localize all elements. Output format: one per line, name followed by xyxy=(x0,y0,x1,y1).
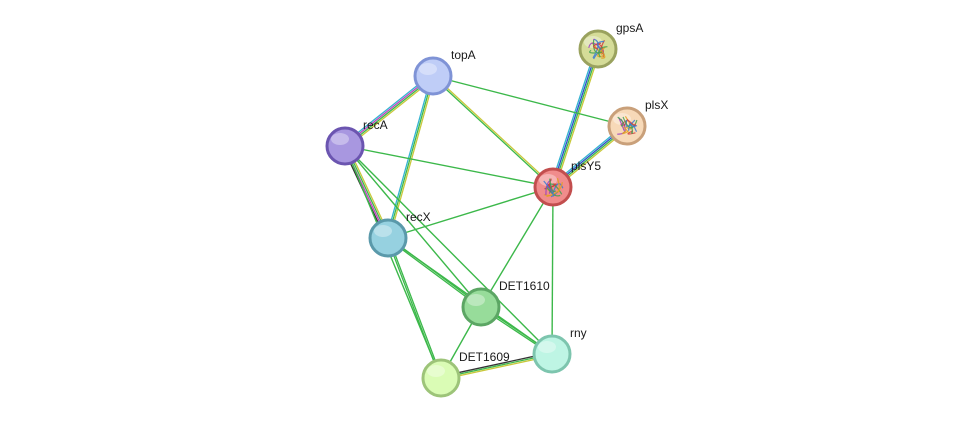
node-circle xyxy=(461,287,501,327)
edge-strand xyxy=(344,145,482,308)
protein-structure-icon xyxy=(543,178,564,198)
node-highlight xyxy=(427,365,445,377)
edge-topA-plsX[interactable] xyxy=(432,75,628,127)
edge-recA-DET1610[interactable] xyxy=(344,145,482,308)
node-layer: topA gpsA plsX recA plsY5 recX DET1610 rnyDET16… xyxy=(325,21,668,398)
edge-strand xyxy=(432,76,553,189)
edge-topA-recX[interactable] xyxy=(385,75,436,239)
edge-strand xyxy=(551,186,554,355)
edge-strand xyxy=(433,74,554,187)
node-DET1609[interactable]: DET1609 xyxy=(421,350,510,398)
node-gpsA[interactable]: gpsA xyxy=(578,21,643,69)
node-label: plsX xyxy=(645,98,668,112)
node-topA[interactable]: topA xyxy=(413,48,476,96)
node-circle xyxy=(413,56,453,96)
node-label: DET1609 xyxy=(459,350,510,364)
edge-strand xyxy=(480,186,554,308)
edge-recA-rny[interactable] xyxy=(344,145,553,355)
node-DET1610[interactable]: DET1610 xyxy=(461,279,550,327)
edge-gpsA-plsY5[interactable] xyxy=(550,48,601,188)
edge-topA-plsY5[interactable] xyxy=(432,74,554,189)
node-highlight xyxy=(467,294,485,306)
edge-strand xyxy=(553,49,600,188)
protein-structure-icon xyxy=(588,38,608,60)
edge-strand xyxy=(388,76,436,239)
node-label: topA xyxy=(451,48,476,62)
edge-strand xyxy=(344,145,442,379)
edge-rny-plsY5[interactable] xyxy=(551,186,554,355)
node-circle xyxy=(325,126,365,166)
edge-strand xyxy=(387,75,434,239)
edge-strand xyxy=(554,49,601,188)
node-highlight xyxy=(539,174,557,186)
node-highlight xyxy=(331,133,349,145)
node-label: plsY5 xyxy=(571,159,601,173)
node-highlight xyxy=(419,63,437,75)
edge-DET1610-plsY5[interactable] xyxy=(480,186,554,308)
node-label: rny xyxy=(570,326,587,340)
node-circle xyxy=(532,334,572,374)
node-plsX[interactable]: plsX xyxy=(607,98,668,146)
node-plsY5[interactable]: plsY5 xyxy=(533,159,601,207)
node-circle xyxy=(368,218,408,258)
node-label: recA xyxy=(363,118,388,132)
node-rny[interactable]: rny xyxy=(532,326,587,374)
edge-strand xyxy=(550,48,597,187)
edge-strand xyxy=(344,145,553,355)
node-label: gpsA xyxy=(616,21,643,35)
edge-recA-DET1609[interactable] xyxy=(344,145,442,379)
node-recA[interactable]: recA xyxy=(325,118,388,166)
node-highlight xyxy=(374,225,392,237)
node-circle xyxy=(421,358,461,398)
node-label: recX xyxy=(406,210,431,224)
node-recX[interactable]: recX xyxy=(368,210,431,258)
edge-strand xyxy=(385,75,433,238)
edge-strand xyxy=(551,48,598,187)
edge-recA-plsY5[interactable] xyxy=(344,145,554,188)
node-circle xyxy=(533,167,573,207)
edge-strand xyxy=(432,75,628,127)
edge-strand xyxy=(344,145,554,188)
node-highlight xyxy=(538,341,556,353)
protein-structure-icon xyxy=(617,116,638,135)
edge-strand xyxy=(388,237,443,378)
node-label: DET1610 xyxy=(499,279,550,293)
